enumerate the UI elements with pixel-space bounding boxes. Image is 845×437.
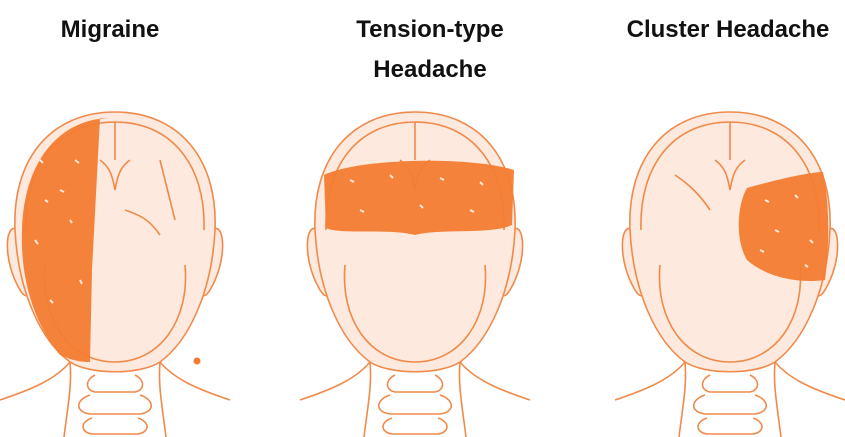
migraine-title-text: Migraine <box>61 16 160 43</box>
neck-vertebrae-icon <box>694 375 767 434</box>
tension-type-title-line2: Headache <box>300 53 560 87</box>
neck-vertebrae-icon <box>379 375 452 434</box>
cluster-headache-title: Cluster Headache <box>608 13 845 47</box>
cluster-headache-head-diagram <box>615 100 845 437</box>
pain-dot <box>194 358 201 365</box>
neck-vertebrae-icon <box>79 375 152 434</box>
tension-type-head-diagram <box>300 100 530 437</box>
migraine-title: Migraine <box>20 13 200 47</box>
cluster-headache-title-text: Cluster Headache <box>627 16 830 43</box>
tension-type-pain-area <box>324 161 514 235</box>
migraine-head-diagram <box>0 100 230 437</box>
tension-type-title: Tension-type Headache <box>300 13 560 87</box>
head-back-view-icon <box>300 112 530 437</box>
tension-type-title-line1: Tension-type <box>300 13 560 47</box>
